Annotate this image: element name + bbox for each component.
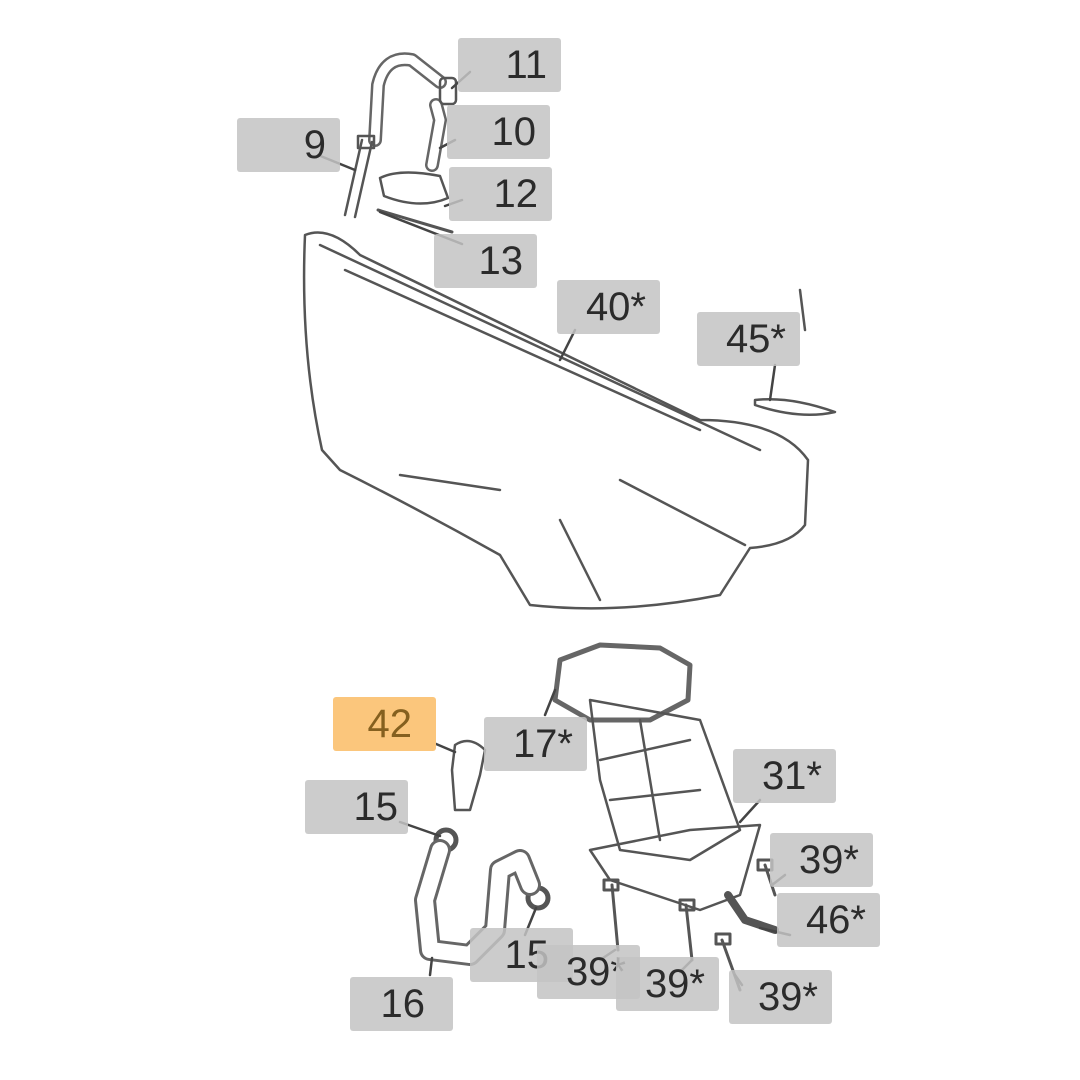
callout-39[interactable]: 39*: [729, 970, 832, 1024]
callout-45[interactable]: 45*: [697, 312, 800, 366]
callout-9[interactable]: 9: [237, 118, 340, 172]
cap-ring-part-45: [753, 397, 837, 416]
elbow-part-46: [724, 891, 779, 934]
leader-lines: [316, 70, 792, 987]
callout-10[interactable]: 10: [447, 105, 550, 159]
callout-13[interactable]: 13: [434, 234, 537, 288]
callout-39[interactable]: 39*: [616, 957, 719, 1011]
fitting-part-42: [450, 739, 487, 812]
pipe-part-9: [343, 138, 374, 219]
fitting-part-11: [438, 76, 458, 106]
callout-46[interactable]: 46*: [777, 893, 880, 947]
bolts-part-39: [602, 858, 777, 992]
callout-17[interactable]: 17*: [484, 717, 587, 771]
callout-39[interactable]: 39*: [770, 833, 873, 887]
callout-11[interactable]: 11: [458, 38, 561, 92]
strip-part-13: [376, 208, 454, 234]
callout-16[interactable]: 16: [350, 977, 453, 1031]
callout-12[interactable]: 12: [449, 167, 552, 221]
pump-body-part-31: [588, 698, 742, 862]
callout-42-highlighted[interactable]: 42: [333, 697, 436, 751]
valve-part-12: [378, 171, 450, 205]
gasket-part-17: [552, 642, 693, 723]
fuel-tank-part-40: [302, 231, 810, 610]
callout-40[interactable]: 40*: [557, 280, 660, 334]
callout-31[interactable]: 31*: [733, 749, 836, 803]
callout-15[interactable]: 15: [305, 780, 408, 834]
